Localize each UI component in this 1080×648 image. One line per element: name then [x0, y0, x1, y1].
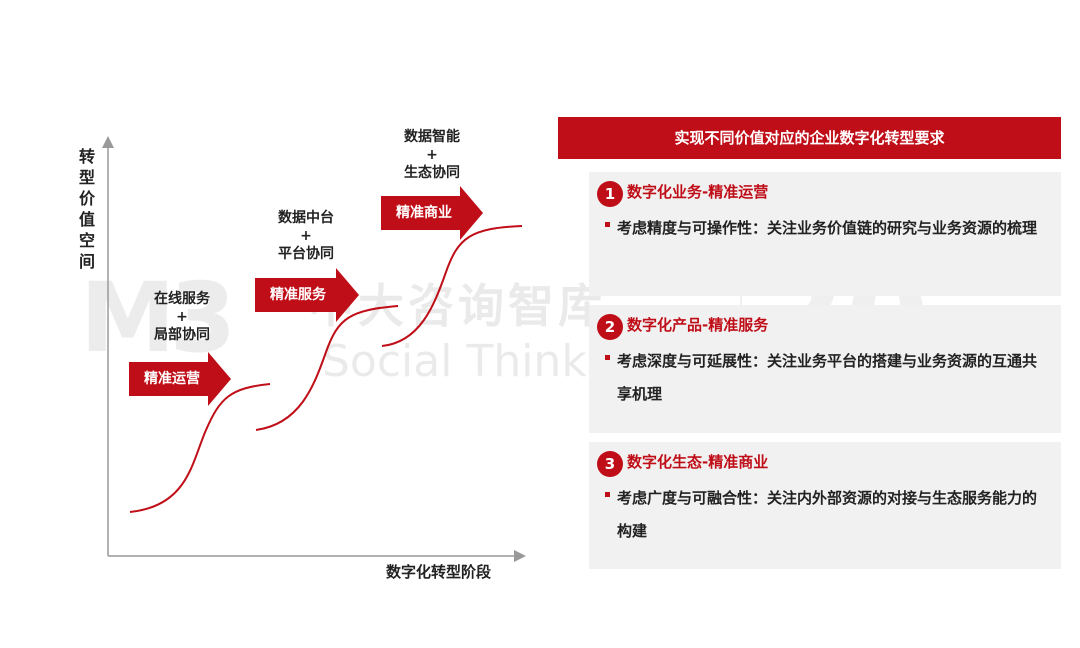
number-badge-3: 3: [597, 451, 623, 477]
stage-3-caption: 数据智能 + 生态协同: [390, 128, 474, 182]
s-curve-stage-3: [381, 225, 523, 347]
y-axis-label: 转型价值空间: [78, 147, 95, 271]
number-badge-2: 2: [597, 314, 623, 340]
s-curve-stage-2: [255, 305, 399, 431]
stage-1-top: 在线服务: [154, 291, 210, 307]
panel-header: 实现不同价值对应的企业数字化转型要求: [558, 117, 1061, 159]
requirement-body-2: 考虑深度与可延展性：关注业务平台的搭建与业务资源的互通共享机理: [617, 352, 1038, 403]
s-curve-stage-1: [129, 383, 271, 513]
stage-1-plus: +: [176, 309, 188, 325]
stage-1-caption: 在线服务 + 局部协同: [140, 290, 224, 344]
watermark-chinese-text: 中大咨询智库: [308, 279, 608, 333]
requirement-title-2: 数字化产品-精准服务: [627, 316, 769, 334]
requirement-card-3: 3 数字化生态-精准商业 考虑广度与可融合性：关注内外部资源的对接与生态服务能力…: [589, 442, 1061, 569]
arrow-stage-3: [381, 186, 483, 240]
requirements-panel: 实现不同价值对应的企业数字化转型要求 1 数字化业务-精准运营 考虑精度与可操作…: [558, 117, 1061, 569]
stage-2-bottom: 平台协同: [278, 246, 334, 262]
requirement-card-1: 1 数字化业务-精准运营 考虑精度与可操作性：关注业务价值链的研究与业务资源的梳…: [589, 172, 1061, 296]
stage-2-top: 数据中台: [278, 210, 334, 226]
stage-2-arrow-label: 精准服务: [270, 287, 326, 303]
bullet-icon: [605, 355, 610, 360]
number-badge-1: 1: [597, 181, 623, 207]
stage-1-arrow-label: 精准运营: [144, 371, 200, 387]
stage-2-caption: 数据中台 + 平台协同: [264, 209, 348, 263]
requirement-title-1: 数字化业务-精准运营: [627, 183, 769, 201]
stage-3-top: 数据智能: [404, 129, 460, 145]
stage-2-plus: +: [300, 228, 312, 244]
requirement-body-3: 考虑广度与可融合性：关注内外部资源的对接与生态服务能力的构建: [617, 489, 1038, 540]
bullet-icon: [605, 222, 610, 227]
x-axis-label: 数字化转型阶段: [386, 563, 492, 581]
requirement-card-2: 2 数字化产品-精准服务 考虑深度与可延展性：关注业务平台的搭建与业务资源的互通…: [589, 305, 1061, 433]
diagram-canvas: [102, 136, 526, 562]
arrow-stage-2: [255, 268, 359, 322]
stage-3-plus: +: [426, 147, 438, 163]
stage-1-bottom: 局部协同: [154, 327, 210, 343]
transformation-stage-diagram: 转型价值空间 数字化转型阶段 在线服务 + 局部协同 精准运营 数据中台 + 平…: [78, 128, 526, 581]
arrow-stage-1: [129, 352, 231, 406]
stage-3-bottom: 生态协同: [404, 165, 460, 181]
requirement-body-1: 考虑精度与可操作性：关注业务价值链的研究与业务资源的梳理: [617, 219, 1038, 237]
requirement-title-3: 数字化生态-精准商业: [627, 453, 769, 471]
stage-3-arrow-label: 精准商业: [396, 205, 452, 221]
bullet-icon: [605, 492, 610, 497]
